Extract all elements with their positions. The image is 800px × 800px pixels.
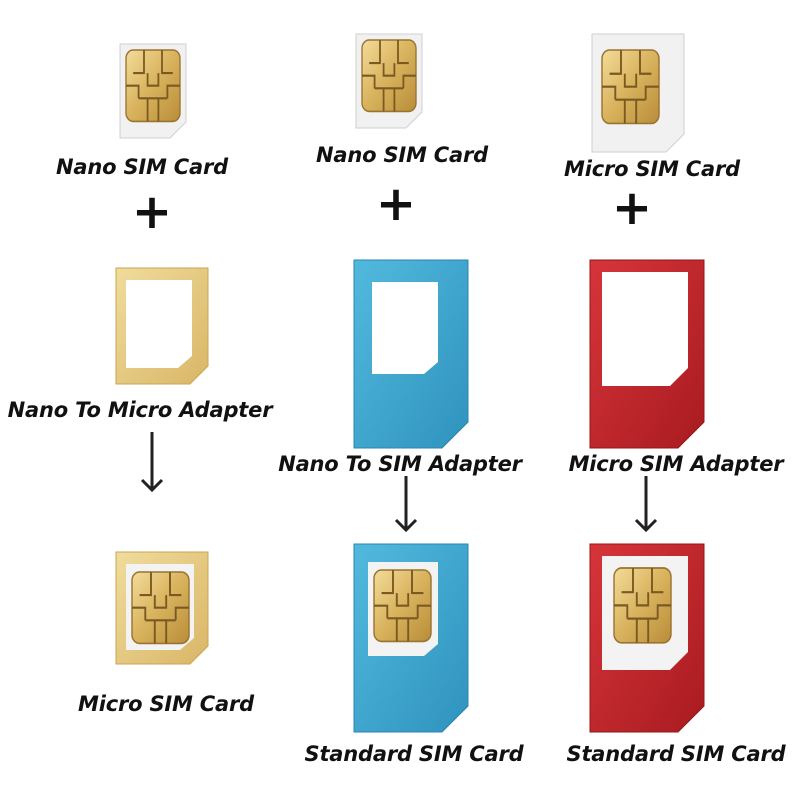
arrow-down-icon — [634, 476, 658, 533]
nano-to-sim-adapter-icon — [353, 259, 469, 449]
standard-sim-card-icon — [353, 543, 469, 733]
nano-to-sim-adapter-label: Nano To SIM Adapter — [278, 452, 522, 476]
micro-sim-card-icon — [115, 551, 209, 665]
micro-sim-card-icon — [591, 33, 685, 153]
plus-sign: + — [131, 184, 173, 240]
micro-sim-card-label: Micro SIM Card — [564, 157, 740, 181]
standard-sim-card-icon — [589, 543, 705, 733]
micro-sim-card-label: Micro SIM Card — [78, 692, 254, 716]
nano-sim-card-icon — [355, 33, 423, 129]
arrow-down-icon — [140, 432, 164, 493]
plus-sign: + — [375, 176, 417, 232]
micro-sim-adapter-label: Micro SIM Adapter — [568, 452, 784, 476]
nano-to-micro-adapter-icon — [115, 267, 209, 385]
standard-sim-card-label: Standard SIM Card — [566, 742, 786, 766]
nano-sim-card-label: Nano SIM Card — [316, 143, 488, 167]
nano-sim-card-icon — [119, 43, 187, 139]
micro-sim-adapter-icon — [589, 259, 705, 449]
arrow-down-icon — [394, 476, 418, 533]
standard-sim-card-label: Standard SIM Card — [304, 742, 524, 766]
nano-to-micro-adapter-label: Nano To Micro Adapter — [7, 398, 273, 422]
plus-sign: + — [611, 180, 653, 236]
nano-sim-card-label: Nano SIM Card — [56, 155, 228, 179]
